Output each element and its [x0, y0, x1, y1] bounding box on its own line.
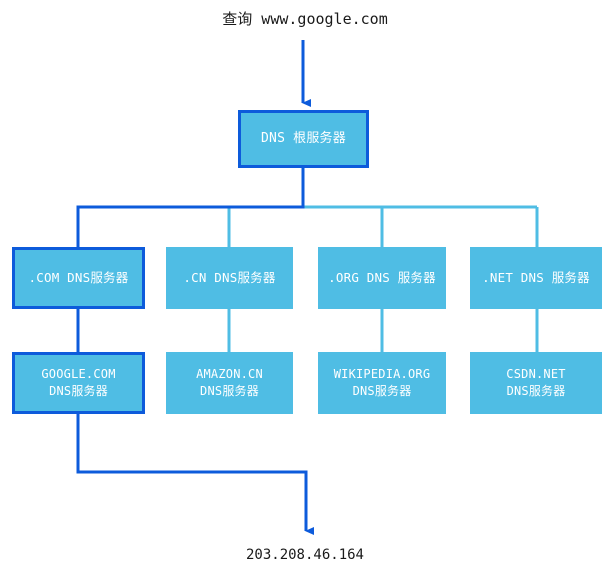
node-auth-amazon-cn[interactable]: AMAZON.CN DNS服务器: [166, 352, 293, 414]
edge-root-to-com-highlight: [76, 168, 305, 247]
edge-root-bus-cyan: [76, 168, 539, 247]
node-auth-google-com[interactable]: GOOGLE.COM DNS服务器: [12, 352, 145, 414]
node-auth-wikipedia-org[interactable]: WIKIPEDIA.ORG DNS服务器: [318, 352, 446, 414]
node-tld-com[interactable]: .COM DNS服务器: [12, 247, 145, 309]
query-label: 查询 www.google.com: [222, 10, 388, 28]
node-tld-org[interactable]: .ORG DNS 服务器: [318, 247, 446, 309]
node-dns-root[interactable]: DNS 根服务器: [238, 110, 369, 168]
node-tld-net[interactable]: .NET DNS 服务器: [470, 247, 602, 309]
node-tld-cn[interactable]: .CN DNS服务器: [166, 247, 293, 309]
node-auth-csdn-net[interactable]: CSDN.NET DNS服务器: [470, 352, 602, 414]
result-ip-label: 203.208.46.164: [245, 547, 364, 563]
edge-google-to-result: [76, 414, 314, 535]
